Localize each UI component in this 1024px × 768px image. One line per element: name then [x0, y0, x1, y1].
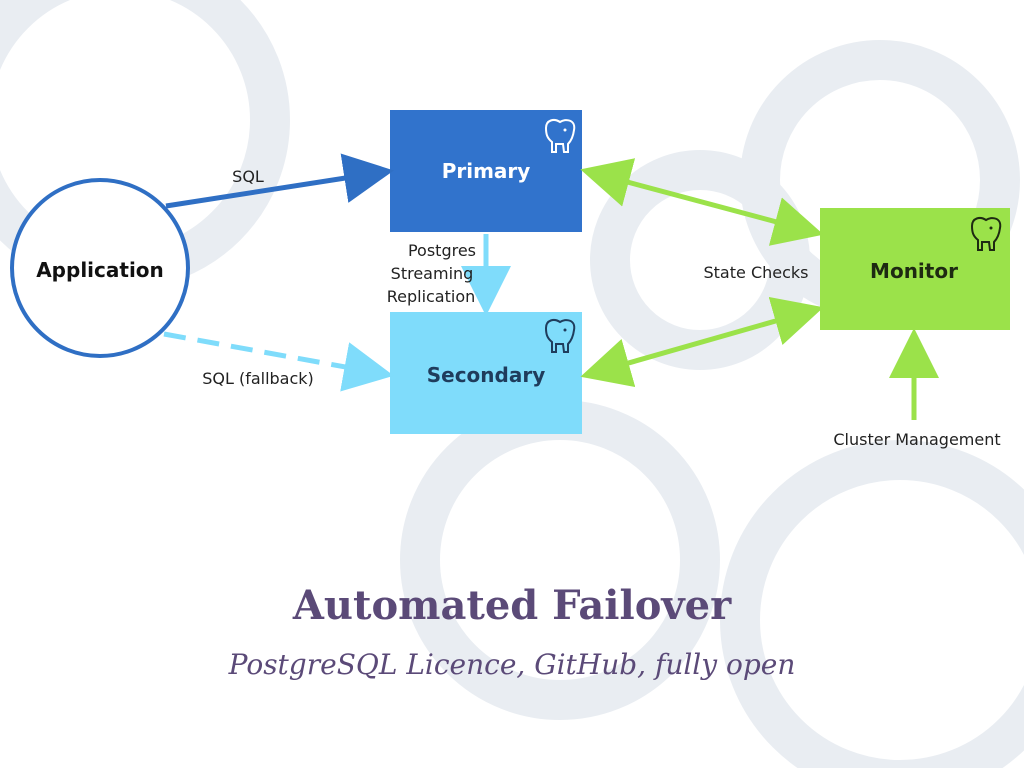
primary-box — [390, 110, 582, 232]
application-circle — [10, 178, 190, 358]
primary-label: Primary — [442, 159, 531, 183]
state-check-primary-arrow — [580, 158, 824, 246]
postgresql-elephant-icon — [544, 119, 576, 153]
slide-title: Automated Failover — [292, 582, 732, 629]
application-node: Application — [10, 178, 190, 358]
application-label: Application — [36, 258, 164, 282]
secondary-box — [390, 312, 582, 434]
replication-label-line2: Streaming — [391, 264, 474, 283]
postgresql-elephant-icon — [970, 217, 1002, 251]
monitor-label: Monitor — [870, 259, 958, 283]
monitor-node: Monitor — [820, 208, 1010, 330]
postgresql-elephant-icon — [544, 319, 576, 353]
secondary-label: Secondary — [427, 363, 546, 387]
sql-arrow — [165, 153, 394, 209]
cluster-management-label: Cluster Management — [833, 430, 1000, 449]
sql-label: SQL — [232, 167, 264, 186]
sql-fallback-label: SQL (fallback) — [202, 369, 314, 388]
secondary-node: Secondary — [390, 312, 582, 434]
state-check-secondary-arrow — [580, 296, 824, 388]
monitor-box — [820, 208, 1010, 330]
slide-subtitle: PostgreSQL Licence, GitHub, fully open — [228, 648, 796, 681]
replication-label-line3: Replication — [387, 287, 476, 306]
primary-node: Primary — [390, 110, 582, 232]
replication-label-line1: Postgres — [408, 241, 476, 260]
state-checks-label: State Checks — [704, 263, 809, 282]
sql-fallback-arrow — [163, 331, 394, 392]
